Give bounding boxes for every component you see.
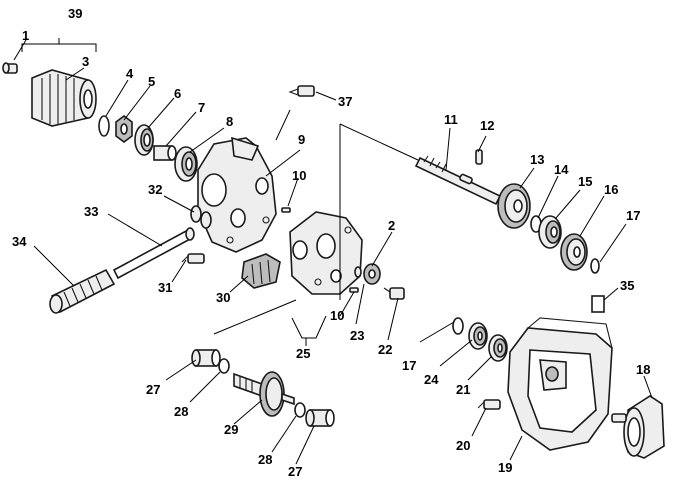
part-34-handle-grip — [49, 268, 116, 314]
callout-19: 19 — [498, 460, 512, 475]
callout-24: 24 — [424, 372, 439, 387]
part-21-bearing — [488, 334, 508, 362]
gear-housing-front — [197, 136, 277, 253]
callout-27-upper: 27 — [146, 382, 160, 397]
part-20-screw — [477, 399, 501, 410]
callout-30: 30 — [216, 290, 230, 305]
part-28-washer-upper — [218, 358, 230, 374]
callout-23: 23 — [350, 328, 364, 343]
part-31-screw — [181, 253, 205, 264]
part-22-screw — [383, 287, 405, 300]
part-11-shaft — [414, 155, 502, 206]
callout-29: 29 — [224, 422, 238, 437]
callout-28-upper: 28 — [174, 404, 188, 419]
part-17-snap-ring-upper — [590, 258, 600, 274]
callout-39: 39 — [68, 6, 82, 21]
part-3-chuck — [31, 69, 97, 127]
part-13-gear — [497, 183, 531, 229]
callout-17-upper: 17 — [626, 208, 640, 223]
part-28-washer-lower — [294, 402, 306, 418]
callout-32: 32 — [148, 182, 162, 197]
leader-lines — [13, 38, 653, 465]
part-29-gear-shaft — [233, 371, 295, 417]
part-10-pin — [349, 287, 359, 293]
callout-27-lower: 27 — [288, 464, 302, 479]
callout-12: 12 — [480, 118, 494, 133]
callout-31: 31 — [158, 280, 172, 295]
callout-15: 15 — [578, 174, 592, 189]
part-33-handle-rod — [112, 227, 195, 280]
gear-case-body — [289, 211, 363, 295]
callout-22: 22 — [378, 342, 392, 357]
part-27-bushing-upper — [191, 349, 221, 367]
part-30-switch — [241, 253, 281, 289]
callout-11: 11 — [444, 112, 458, 127]
part-1-screw — [2, 62, 18, 74]
callout-28-lower: 28 — [258, 452, 272, 467]
part-2-washer — [354, 266, 362, 278]
callout-33: 33 — [84, 204, 98, 219]
part-37-screw — [288, 85, 315, 97]
callout-9: 9 — [298, 132, 305, 147]
part-24-bearing — [468, 322, 488, 350]
callout-3: 3 — [82, 54, 89, 69]
callout-numbers: 39 1 3 4 5 6 7 8 37 9 10 32 33 34 31 30 … — [12, 6, 650, 479]
callout-6: 6 — [174, 86, 181, 101]
callout-2: 2 — [388, 218, 395, 233]
callout-1: 1 — [22, 28, 29, 43]
callout-16: 16 — [604, 182, 618, 197]
callout-34: 34 — [12, 234, 27, 249]
part-4-snap-ring — [98, 115, 110, 137]
part-2-gear — [363, 263, 381, 285]
callout-25: 25 — [296, 346, 310, 361]
part-16-gear — [560, 233, 588, 271]
part-15-clutch — [538, 215, 562, 249]
part-7-sleeve — [153, 145, 177, 161]
callout-35: 35 — [620, 278, 634, 293]
callout-18: 18 — [636, 362, 650, 377]
part-5-nut — [115, 115, 133, 143]
callout-13: 13 — [530, 152, 544, 167]
part-10-pin-upper — [281, 207, 291, 213]
callout-7: 7 — [198, 100, 205, 115]
callout-21: 21 — [456, 382, 470, 397]
part-27-bushing-lower — [305, 409, 335, 427]
part-19-motor-housing — [507, 317, 613, 451]
part-6-bearing — [134, 124, 154, 156]
part-12-key — [475, 149, 483, 165]
callout-8: 8 — [226, 114, 233, 129]
callout-10-upper: 10 — [292, 168, 306, 183]
callout-17-lower: 17 — [402, 358, 416, 373]
part-17-snap-ring-lower — [452, 317, 464, 335]
callout-10-lower: 10 — [330, 308, 344, 323]
callout-5: 5 — [148, 74, 155, 89]
callout-14: 14 — [554, 162, 569, 177]
part-32-bushing — [190, 205, 212, 229]
part-35-label — [591, 295, 605, 313]
callout-37: 37 — [338, 94, 352, 109]
callout-4: 4 — [126, 66, 134, 81]
part-8-bearing — [174, 146, 198, 182]
callout-20: 20 — [456, 438, 470, 453]
part-18-armature — [611, 395, 665, 459]
